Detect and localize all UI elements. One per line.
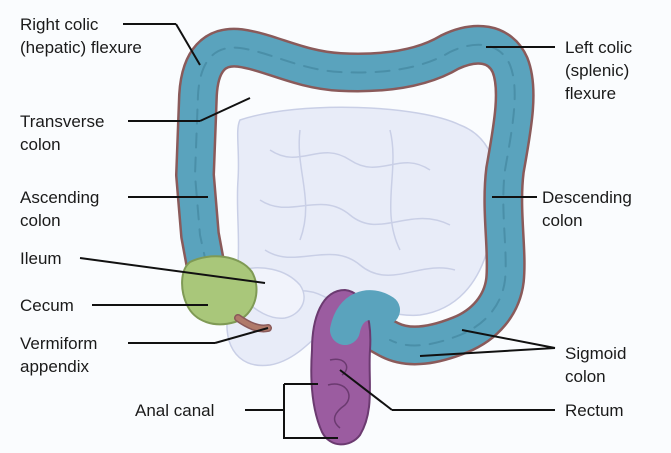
label-sigmoid-colon: Sigmoid colon	[565, 344, 627, 386]
leader-anal-canal-bracket	[283, 384, 338, 439]
cecum	[181, 255, 258, 326]
leader-rectum-a	[339, 369, 393, 411]
label-cecum: Cecum	[20, 296, 74, 315]
label-anal-canal: Anal canal	[135, 401, 215, 420]
leader-ileum	[79, 257, 266, 284]
label-rectum: Rectum	[565, 401, 624, 420]
leader-transverse-b	[199, 97, 251, 122]
leader-right-colic-flexure-b	[175, 23, 201, 66]
leader-sigmoid-a	[461, 329, 556, 349]
sigmoid-colon	[330, 290, 400, 345]
label-transverse-colon: Transverse colon	[20, 112, 105, 154]
label-right-colic-flexure: Right colic (hepatic) flexure	[20, 15, 142, 57]
label-ascending-colon: Ascending colon	[20, 188, 100, 230]
label-descending-colon: Descending colon	[542, 188, 632, 230]
label-vermiform-appendix: Vermiform appendix	[20, 334, 98, 376]
leader-lines	[79, 23, 556, 439]
label-ileum: Ileum	[20, 249, 62, 268]
leader-appendix-b	[214, 327, 269, 344]
colon	[175, 24, 535, 366]
leader-sigmoid-b	[419, 347, 556, 357]
label-left-colic-flexure: Left colic (splenic) flexure	[565, 38, 633, 103]
